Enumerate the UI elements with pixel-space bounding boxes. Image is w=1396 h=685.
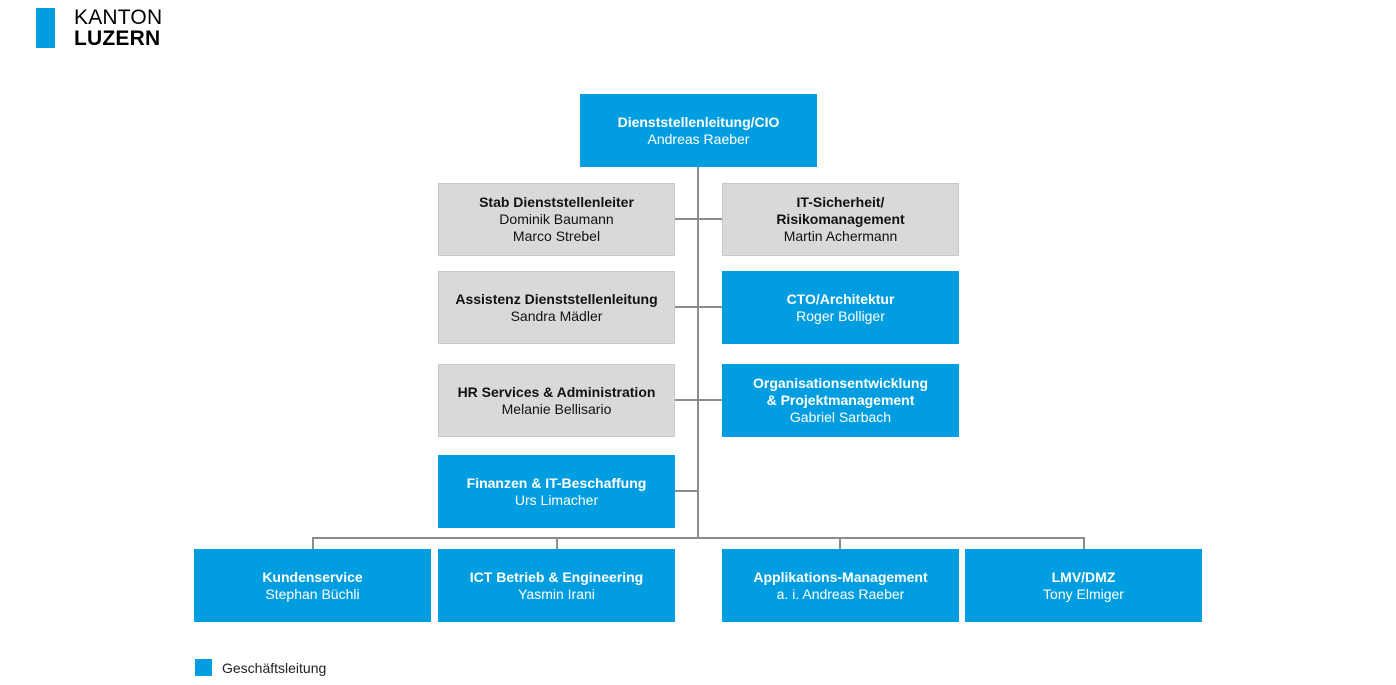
node-it-sicherheit-title-2: Risikomanagement — [776, 211, 905, 227]
node-lmv-person: Tony Elmiger — [1043, 585, 1124, 602]
legend: Geschäftsleitung — [195, 659, 326, 676]
logo-line-1: KANTON — [74, 6, 163, 29]
node-orgentwicklung-person: Gabriel Sarbach — [789, 409, 892, 425]
node-finanzen: Finanzen & IT-Beschaffung Urs Limacher — [438, 455, 675, 528]
node-ict-title: ICT Betrieb & Engineering — [469, 568, 644, 585]
node-finanzen-title: Finanzen & IT-Beschaffung — [466, 474, 647, 491]
node-kundenservice: Kundenservice Stephan Büchli — [194, 549, 431, 622]
node-cto: CTO/Architektur Roger Bolliger — [722, 271, 959, 344]
node-orgentwicklung: Organisationsentwicklung & Projektmanage… — [722, 364, 959, 437]
node-cio: Dienststellenleitung/CIO Andreas Raeber — [580, 94, 817, 167]
node-assistenz-person: Sandra Mädler — [510, 307, 603, 324]
logo-bar-icon — [36, 8, 55, 48]
node-ict-person: Yasmin Irani — [518, 585, 595, 602]
node-applikationen-title: Applikations-Management — [753, 568, 928, 585]
node-stab: Stab Dienststellenleiter Dominik Baumann… — [438, 183, 675, 256]
logo-line-2: LUZERN — [74, 27, 161, 50]
legend-swatch-icon — [195, 659, 212, 676]
node-cto-title: CTO/Architektur — [786, 290, 895, 307]
node-it-sicherheit: IT-Sicherheit/ Risikomanagement Martin A… — [722, 183, 959, 256]
node-hr-title: HR Services & Administration — [457, 383, 656, 400]
node-orgentwicklung-title-2: & Projektmanagement — [766, 392, 915, 408]
node-assistenz-title: Assistenz Dienststellenleitung — [455, 290, 658, 307]
node-it-sicherheit-person: Martin Achermann — [783, 228, 898, 244]
node-applikationen-person: a. i. Andreas Raeber — [776, 585, 905, 602]
node-kundenservice-title: Kundenservice — [262, 568, 363, 585]
node-hr-person: Melanie Bellisario — [501, 400, 612, 417]
node-lmv-title: LMV/DMZ — [1051, 568, 1116, 585]
node-hr: HR Services & Administration Melanie Bel… — [438, 364, 675, 437]
node-it-sicherheit-title-1: IT-Sicherheit/ — [796, 194, 885, 210]
node-orgentwicklung-title-1: Organisationsentwicklung — [752, 375, 929, 391]
node-ict: ICT Betrieb & Engineering Yasmin Irani — [438, 549, 675, 622]
node-stab-person-1: Dominik Baumann — [499, 211, 614, 227]
node-stab-title: Stab Dienststellenleiter — [479, 194, 634, 210]
node-kundenservice-person: Stephan Büchli — [265, 585, 360, 602]
node-cio-title: Dienststellenleitung/CIO — [617, 113, 780, 130]
node-lmv: LMV/DMZ Tony Elmiger — [965, 549, 1202, 622]
node-applikationen: Applikations-Management a. i. Andreas Ra… — [722, 549, 959, 622]
node-stab-person-2: Marco Strebel — [512, 228, 601, 244]
node-cio-person: Andreas Raeber — [647, 130, 750, 147]
logo-text: KANTON LUZERN — [74, 7, 214, 49]
node-assistenz: Assistenz Dienststellenleitung Sandra Mä… — [438, 271, 675, 344]
node-finanzen-person: Urs Limacher — [514, 491, 599, 508]
legend-label: Geschäftsleitung — [222, 659, 327, 676]
node-cto-person: Roger Bolliger — [796, 307, 885, 324]
